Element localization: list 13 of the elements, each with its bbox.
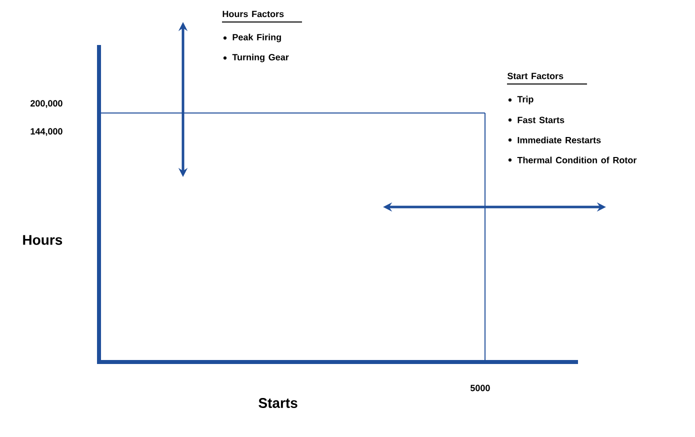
axis-title: Starts <box>258 398 298 408</box>
list-item: Fast Starts <box>518 116 564 124</box>
heading: Hours Factors <box>222 10 284 18</box>
tick-label: 200,000 <box>30 100 62 108</box>
list-item: Peak Firing <box>232 34 281 42</box>
tick-label: 5000 <box>470 384 490 392</box>
list-item: Thermal Condition of Rotor <box>517 156 637 164</box>
list-item: Immediate Restarts <box>518 136 601 144</box>
list-item: Turning Gear <box>232 54 289 62</box>
tick-label: 144,000 <box>30 128 62 136</box>
axis-title: Hours <box>23 235 62 245</box>
heading: Start Factors <box>507 72 564 80</box>
list-item: Trip <box>517 96 534 104</box>
